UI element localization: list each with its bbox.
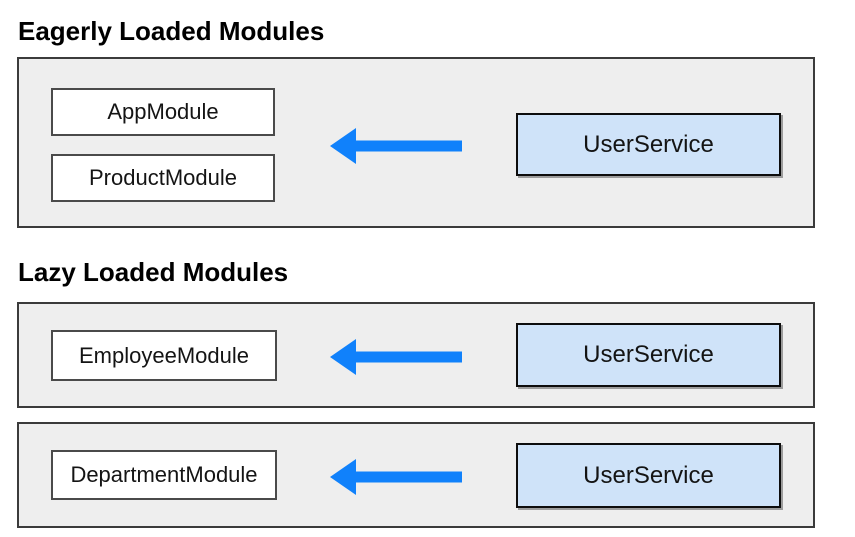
eager-modules-container: AppModule ProductModule UserService (17, 57, 815, 228)
user-service-box: UserService (516, 113, 781, 176)
left-arrow-shape (330, 459, 462, 495)
left-arrow-icon (330, 459, 462, 495)
left-arrow-icon (330, 339, 462, 375)
product-module-label: ProductModule (89, 165, 237, 190)
user-service-box: UserService (516, 443, 781, 508)
lazy-module-container-employee: EmployeeModule UserService (17, 302, 815, 408)
product-module-box: ProductModule (51, 154, 275, 202)
lazy-section-heading: Lazy Loaded Modules (18, 257, 289, 287)
user-service-label: UserService (583, 341, 714, 368)
lazy-module-container-department: DepartmentModule UserService (17, 422, 815, 528)
user-service-label: UserService (583, 130, 714, 158)
left-arrow-shape (330, 339, 462, 375)
department-module-box: DepartmentModule (51, 450, 277, 500)
user-service-box: UserService (516, 323, 781, 387)
left-arrow-shape (330, 128, 462, 164)
employee-module-box: EmployeeModule (51, 330, 277, 381)
employee-module-label: EmployeeModule (79, 342, 249, 368)
app-module-box: AppModule (51, 88, 275, 136)
eager-section-heading: Eagerly Loaded Modules (18, 16, 325, 46)
app-module-label: AppModule (107, 99, 219, 124)
user-service-label: UserService (583, 461, 714, 489)
department-module-label: DepartmentModule (70, 462, 258, 487)
left-arrow-icon (330, 128, 462, 164)
